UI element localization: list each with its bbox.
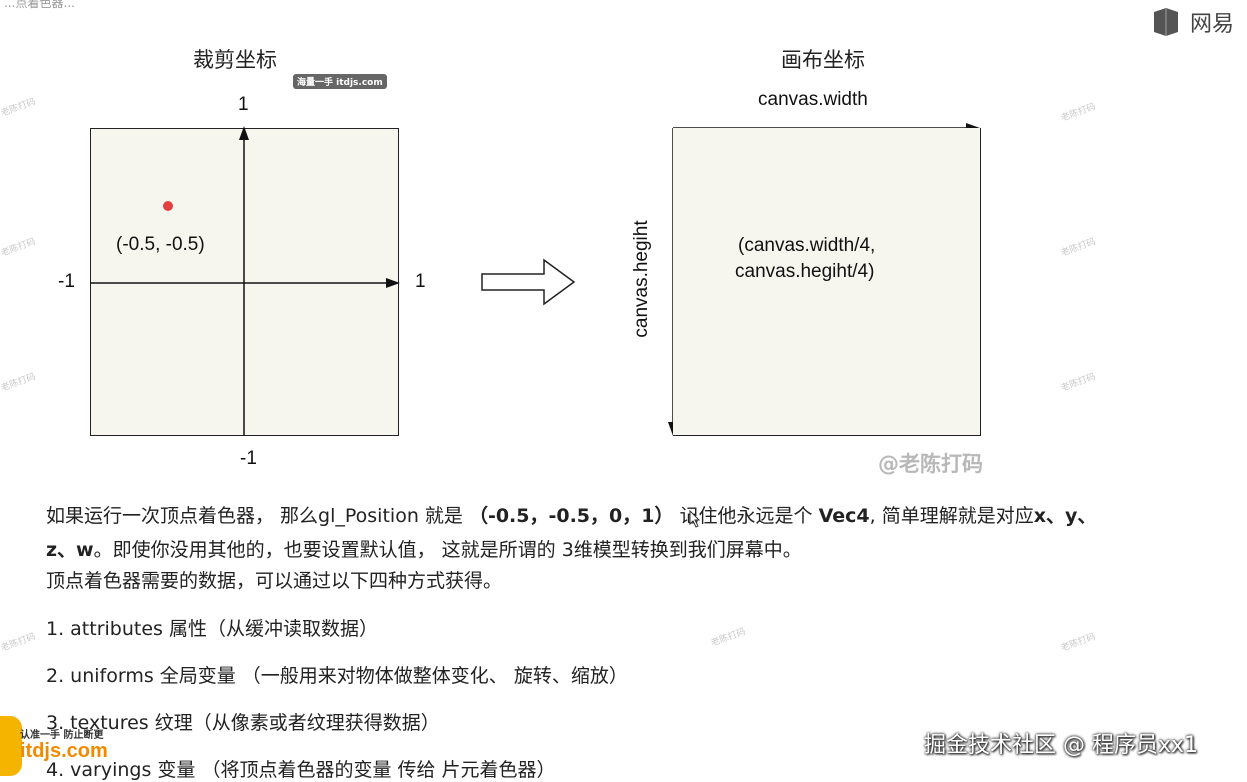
community-credit: 掘金技术社区 @ 程序员xx1	[924, 733, 1199, 758]
book-icon	[1152, 6, 1180, 36]
watermark: 老陈打码	[709, 627, 748, 649]
clip-x-arrowhead	[386, 278, 400, 288]
watermark: 老陈打码	[1059, 632, 1098, 654]
top-partial-text: ...点着色器...	[4, 0, 75, 10]
canvas-coordinates-title: 画布坐标	[781, 48, 865, 72]
list-item: 1. attributes 属性（从缓冲读取数据）	[46, 618, 378, 640]
paragraph-line-1: 如果运行一次顶点着色器， 那么gl_Position 就是 （-0.5，-0.5…	[46, 505, 1097, 527]
clip-y-top-label: 1	[238, 94, 249, 115]
mouse-cursor-icon	[689, 509, 701, 532]
author-signature: @老陈打码	[878, 452, 983, 476]
itdjs-site-name: itdjs.com	[20, 740, 108, 762]
clip-point-label: (-0.5, -0.5)	[116, 234, 205, 255]
list-item: 2. uniforms 全局变量 （一般用来对物体做整体变化、 旋转、缩放）	[46, 665, 628, 687]
clip-x-left-label: -1	[58, 271, 75, 292]
itdjs-logo-badge	[0, 716, 22, 776]
itdjs-slogan: 认准一手 防止断更	[20, 730, 104, 741]
clip-coordinates-title: 裁剪坐标	[193, 48, 277, 72]
paragraph-line-3: 顶点着色器需要的数据，可以通过以下四种方式获得。	[46, 570, 503, 592]
site-tag: 海量一手 itdjs.com	[293, 74, 387, 89]
watermark: 老陈打码	[0, 632, 38, 654]
canvas-point-label-line1: (canvas.width/4,	[738, 235, 876, 256]
canvas-space-box	[673, 128, 981, 436]
canvas-width-label: canvas.width	[758, 89, 868, 110]
canvas-height-label: canvas.hegiht	[631, 220, 652, 338]
clip-y-bottom-label: -1	[240, 448, 257, 469]
canvas-point-label-line2: canvas.hegiht/4)	[735, 261, 875, 282]
list-item: 4. varyings 变量 （将顶点着色器的变量 传给 片元着色器）	[46, 759, 556, 781]
clip-point	[163, 201, 173, 211]
transform-arrow	[481, 258, 576, 306]
clip-x-right-label: 1	[415, 271, 426, 292]
paragraph-line-2: z、w。即使你没用其他的，也要设置默认值， 这就是所谓的 3维模型转换到我们屏幕…	[46, 539, 802, 561]
clip-y-arrowhead	[239, 126, 249, 140]
list-item: 3. textures 纹理（从像素或者纹理获得数据）	[46, 712, 440, 734]
brand-logo-text: 网易	[1190, 11, 1235, 36]
